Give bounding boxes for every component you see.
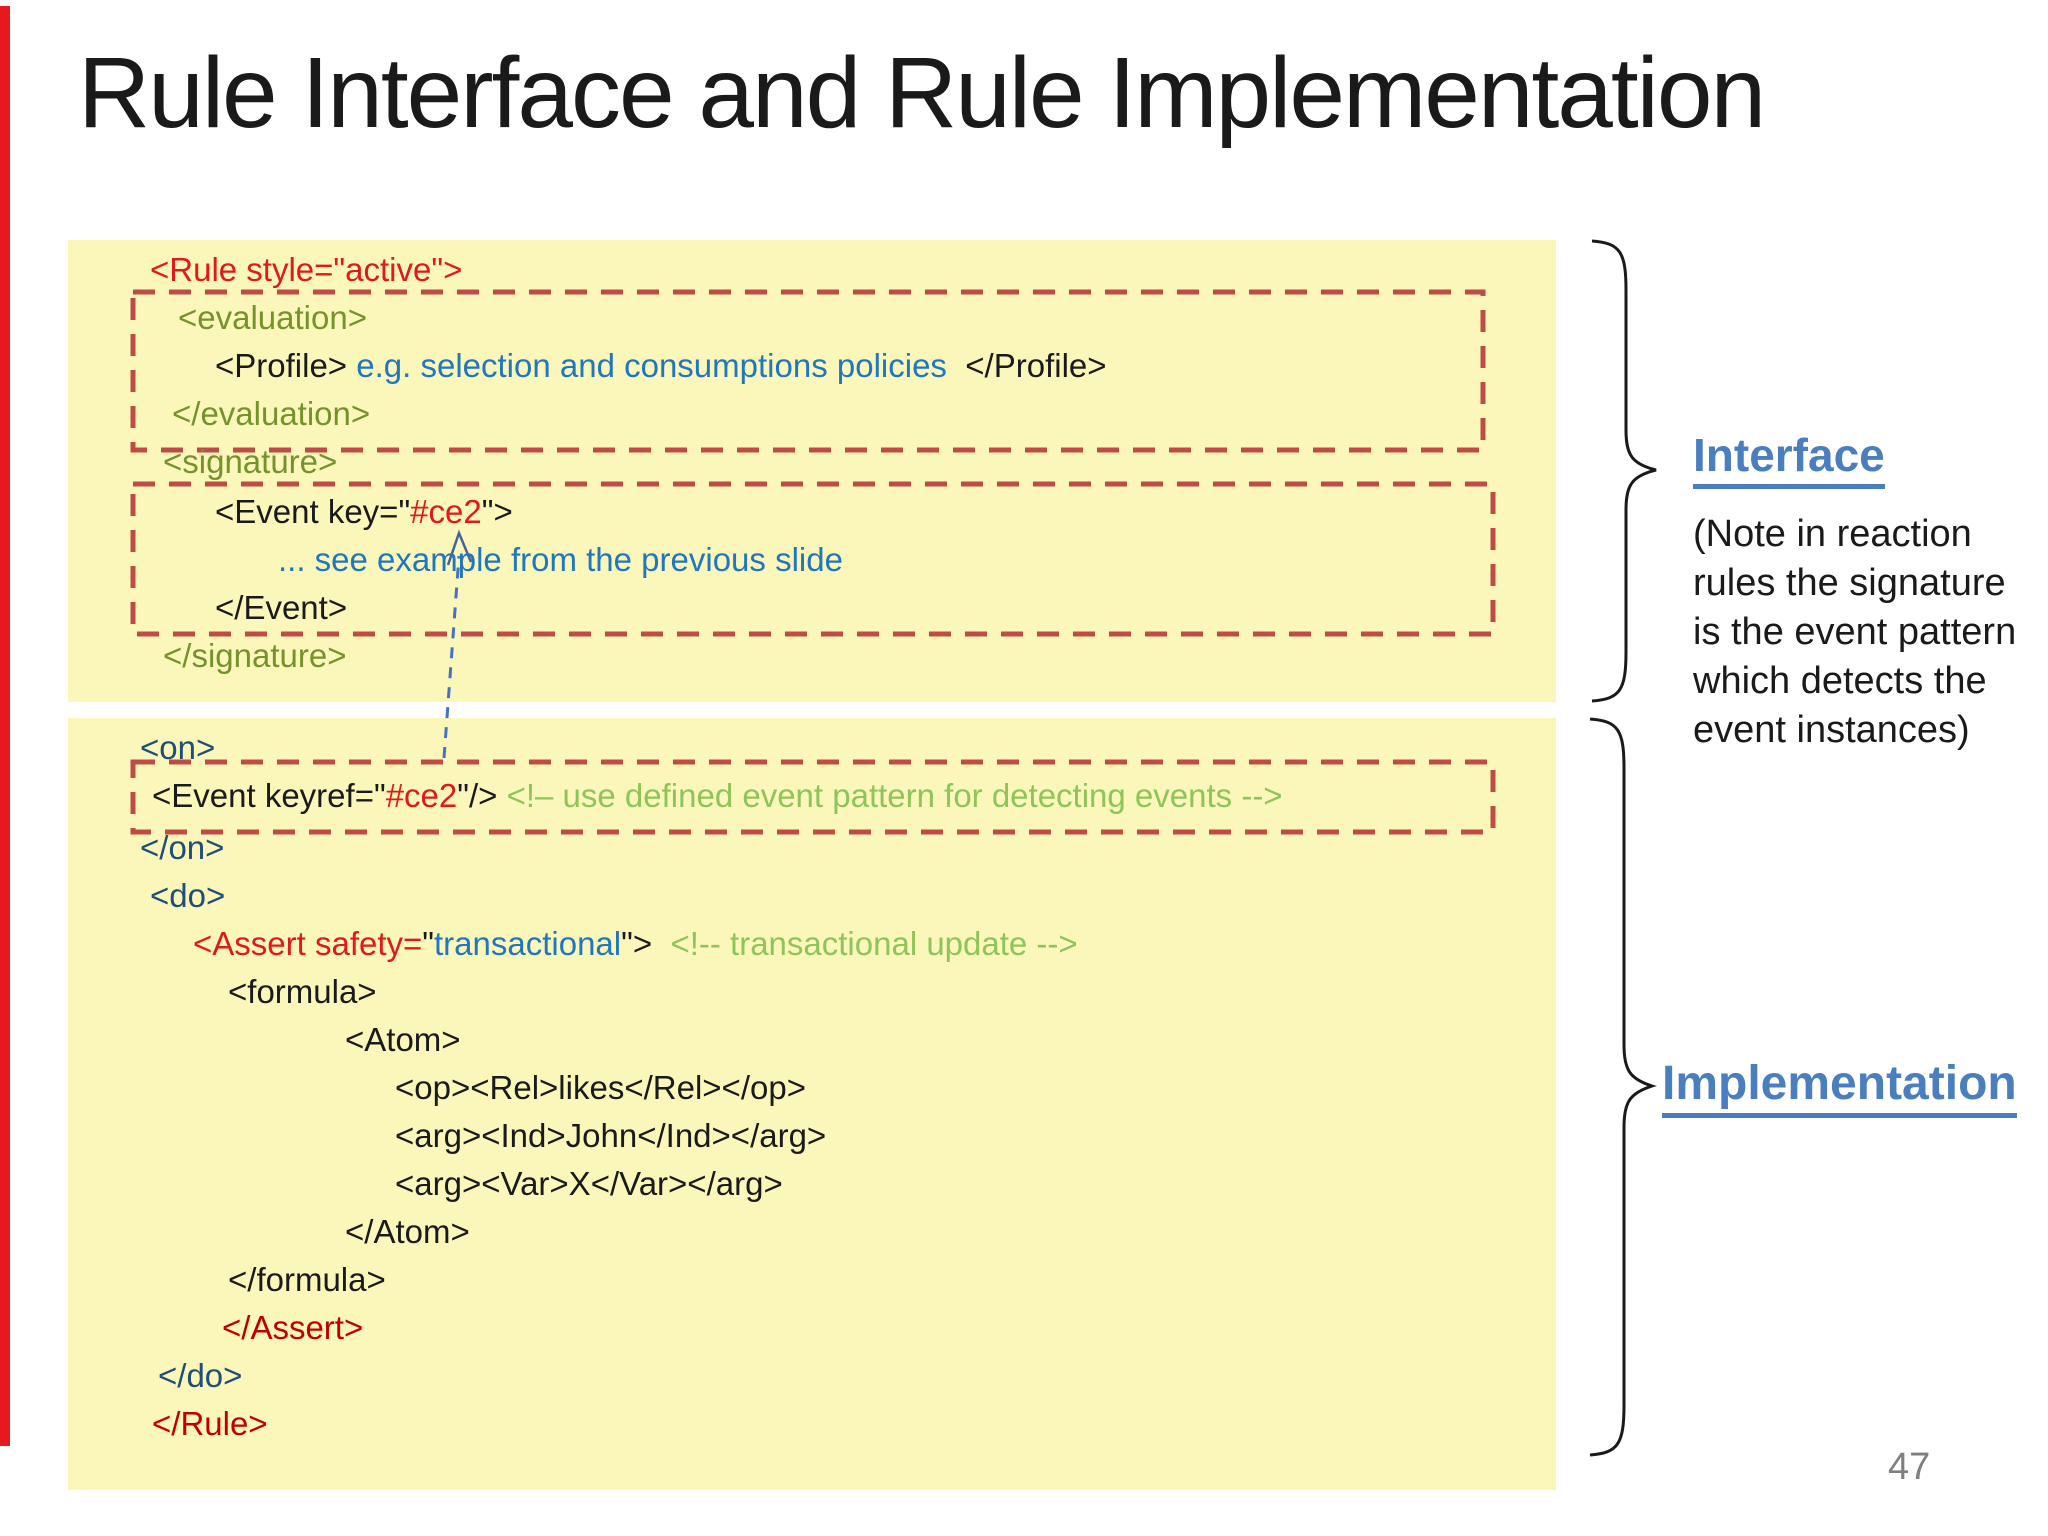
implementation-heading: Implementation [1662, 1056, 2017, 1118]
implementation-code-panel [68, 718, 1556, 1490]
code-segment: <Profile> [215, 347, 357, 384]
code-segment: </Atom> [345, 1213, 470, 1250]
code-segment: </evaluation> [172, 395, 371, 432]
code-segment: #ce2 [410, 493, 482, 530]
code-segment: </Assert> [222, 1309, 364, 1346]
code-line: </Atom> [345, 1212, 470, 1252]
code-segment: <Event key=" [215, 493, 411, 530]
code-segment: <do> [150, 877, 226, 914]
code-line: <Event keyref="#ce2"/> <!– use defined e… [152, 776, 1283, 816]
code-line: </formula> [228, 1260, 386, 1300]
code-line: <do> [150, 876, 225, 916]
code-segment: </Event> [215, 589, 348, 626]
code-line: <arg><Ind>John</Ind></arg> [395, 1116, 826, 1156]
code-segment: "> [621, 925, 653, 962]
code-segment [652, 925, 670, 962]
code-segment: </Profile> [946, 347, 1107, 384]
code-line: </do> [158, 1356, 242, 1396]
code-line: <arg><Var>X</Var></arg> [395, 1164, 783, 1204]
code-segment: </do> [158, 1357, 243, 1394]
interface-note-line: is the event pattern [1693, 611, 2017, 653]
code-segment: </signature> [163, 637, 347, 674]
interface-note: (Note in reaction rules the signature is t… [1693, 510, 2048, 755]
code-segment: <Assert safety= [193, 925, 423, 962]
code-line: </Event> [215, 588, 347, 628]
code-segment: <arg><Ind>John</Ind></arg> [395, 1117, 827, 1154]
left-accent-bar [0, 6, 10, 1446]
code-segment [497, 777, 506, 814]
code-line: <op><Rel>likes</Rel></op> [395, 1068, 806, 1108]
interface-heading: Interface [1693, 428, 1885, 489]
code-line: <Rule style="active"> [150, 250, 462, 290]
code-line: </Rule> [152, 1404, 268, 1444]
interface-note-line: which detects the [1693, 660, 1987, 702]
code-line: <evaluation> [178, 298, 367, 338]
code-line: <Assert safety="transactional"> <!-- tra… [193, 924, 1078, 964]
code-line: <Profile> e.g. selection and consumption… [215, 346, 1107, 386]
code-segment: <Atom> [345, 1021, 461, 1058]
code-segment: </Rule> [152, 1405, 268, 1442]
code-segment: "> [481, 493, 513, 530]
interface-note-line: (Note in reaction [1693, 513, 1972, 555]
code-line: <on> [140, 728, 215, 768]
code-line: </Assert> [222, 1308, 363, 1348]
code-segment: </on> [140, 829, 225, 866]
code-segment: <Event keyref=" [152, 777, 386, 814]
interface-note-line: rules the signature [1693, 562, 2006, 604]
code-segment: <!– use defined event pattern for detect… [506, 777, 1283, 814]
code-line: <signature> [163, 442, 337, 482]
code-segment: <on> [140, 729, 216, 766]
code-segment: <op><Rel>likes</Rel></op> [395, 1069, 806, 1106]
code-segment: <formula> [228, 973, 377, 1010]
code-segment: <Rule style="active"> [150, 251, 463, 288]
code-segment: transactional [434, 925, 622, 962]
code-line: </signature> [163, 636, 346, 676]
code-line: </evaluation> [172, 394, 370, 434]
code-segment: "/> [457, 777, 498, 814]
code-segment: e.g. selection and consumptions policies [356, 347, 947, 384]
code-line: ... see example from the previous slide [278, 540, 843, 580]
code-segment: #ce2 [385, 777, 458, 814]
code-segment: <evaluation> [178, 299, 367, 336]
code-segment: " [422, 925, 434, 962]
code-line: </on> [140, 828, 224, 868]
code-segment: </formula> [228, 1261, 386, 1298]
code-segment: <!-- transactional update --> [670, 925, 1078, 962]
code-line: <Event key="#ce2"> [215, 492, 513, 532]
code-segment: ... see example from the previous slide [278, 541, 843, 578]
page-title: Rule Interface and Rule Implementation [78, 37, 1766, 149]
interface-note-line: event instances) [1693, 709, 1970, 751]
code-line: <Atom> [345, 1020, 461, 1060]
page-number: 47 [1888, 1446, 1931, 1488]
code-line: <formula> [228, 972, 377, 1012]
code-segment: <signature> [163, 443, 338, 480]
code-segment: <arg><Var>X</Var></arg> [395, 1165, 783, 1202]
